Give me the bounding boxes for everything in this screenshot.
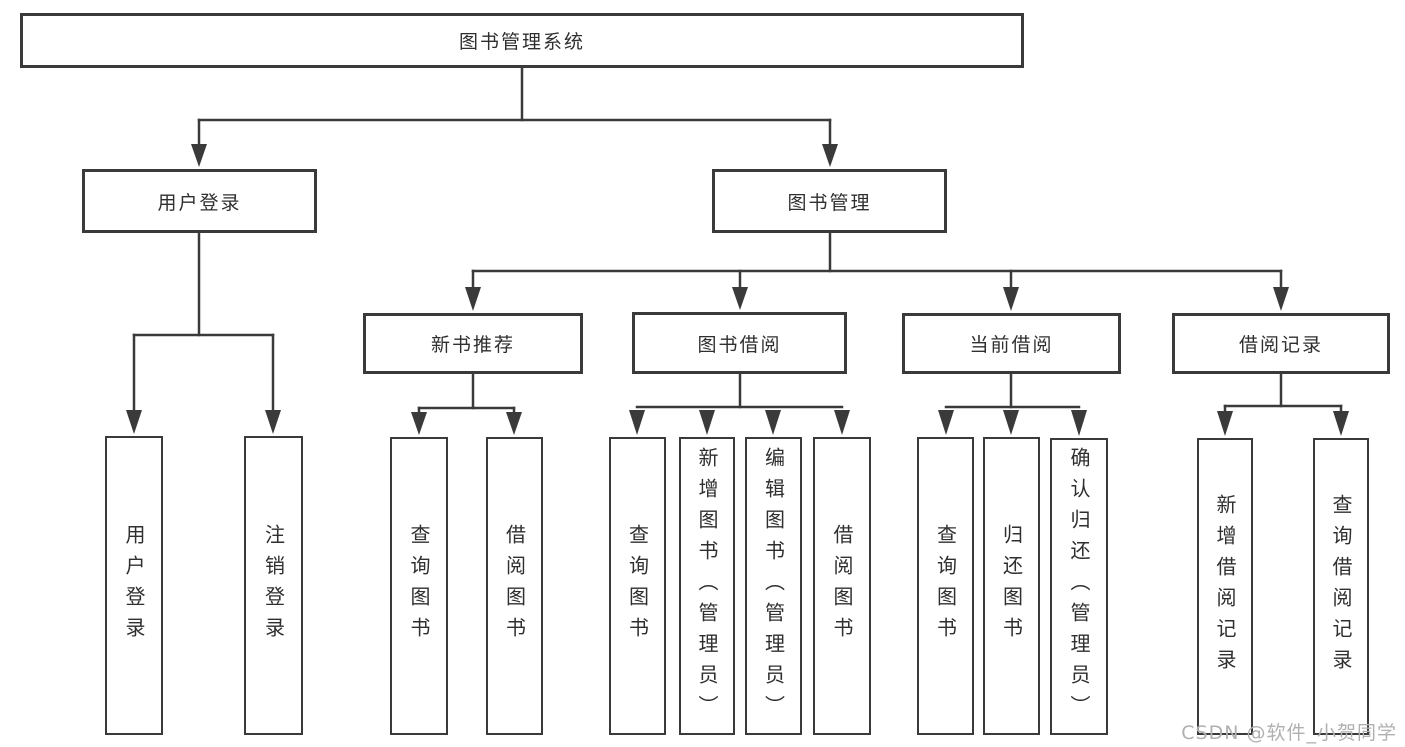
leaf-label: 查询图书 <box>625 524 650 648</box>
leaf-newrec-borrow-books: 借阅图书 <box>486 437 543 735</box>
node-borrow-records: 借阅记录 <box>1172 313 1390 374</box>
leaf-records-add-record: 新增借阅记录 <box>1197 438 1253 735</box>
leaf-label: 编辑图书（管理员） <box>761 446 786 726</box>
leaf-borrow-borrow-books: 借阅图书 <box>813 437 871 735</box>
node-book-management: 图书管理 <box>712 169 947 233</box>
leaf-label: 新增借阅记录 <box>1213 493 1237 680</box>
node-new-book-recommend: 新书推荐 <box>363 313 583 374</box>
leaf-label: 查询借阅记录 <box>1329 493 1353 680</box>
leaf-current-confirm-return-admin: 确认归还（管理员） <box>1050 438 1108 735</box>
node-book-borrow: 图书借阅 <box>632 312 847 374</box>
leaf-label: 查询图书 <box>407 524 431 648</box>
leaf-label: 确认归还（管理员） <box>1067 447 1091 726</box>
leaf-current-query-books: 查询图书 <box>917 437 974 735</box>
leaf-label: 借阅图书 <box>502 524 527 648</box>
csdn-watermark: CSDN @软件_小贺同学 <box>1181 722 1397 744</box>
leaf-borrow-query-books: 查询图书 <box>609 437 666 735</box>
node-user-login: 用户登录 <box>82 169 317 233</box>
leaf-label: 注销登录 <box>261 523 286 648</box>
leaf-label: 归还图书 <box>999 524 1024 648</box>
leaf-label: 新增图书（管理员） <box>695 446 719 726</box>
leaf-records-query-record: 查询借阅记录 <box>1313 438 1369 735</box>
leaf-label: 用户登录 <box>122 523 146 648</box>
leaf-label: 借阅图书 <box>830 524 854 648</box>
leaf-newrec-query-books: 查询图书 <box>390 437 448 735</box>
node-current-borrow: 当前借阅 <box>902 313 1121 374</box>
leaf-current-return-books: 归还图书 <box>983 437 1040 735</box>
leaf-borrow-edit-books-admin: 编辑图书（管理员） <box>745 437 802 735</box>
leaf-borrow-add-books-admin: 新增图书（管理员） <box>679 437 735 735</box>
leaf-logout: 注销登录 <box>244 436 303 735</box>
node-system-root: 图书管理系统 <box>20 13 1024 68</box>
leaf-label: 查询图书 <box>933 524 958 648</box>
leaf-user-login: 用户登录 <box>105 436 163 735</box>
